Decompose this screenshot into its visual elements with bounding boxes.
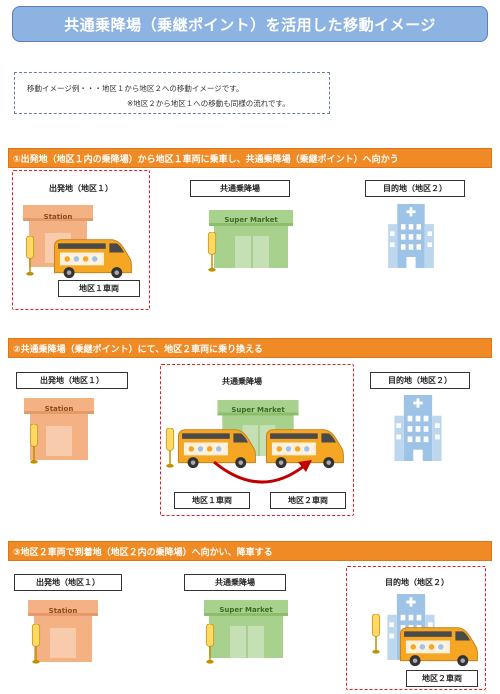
bus-stop-pole-2 bbox=[206, 232, 218, 272]
vehicle-2-label: 地区２車両 bbox=[406, 670, 478, 687]
market-sign-1: Super Market bbox=[224, 216, 278, 224]
step-3-bar: ③地区２車両で到着地（地区２内の乗降場）へ向かい、降車する bbox=[8, 541, 492, 561]
vehicle-1-label: 地区１車両 bbox=[58, 280, 140, 297]
bus-stop-pole-6 bbox=[204, 624, 216, 664]
step-3-origin-label: 出発地（地区１） bbox=[14, 574, 122, 591]
vehicle-2-van bbox=[396, 624, 480, 668]
transfer-vehicle-1-label: 地区１車両 bbox=[174, 492, 250, 509]
step-3-destination-label: 目的地（地区２） bbox=[385, 578, 449, 587]
hospital-building-1 bbox=[385, 204, 437, 268]
step-1-origin-highlight bbox=[12, 170, 150, 310]
station-sign-1: Station bbox=[43, 213, 73, 221]
note-line-2: ※地区２から地区１への移動も同様の流れです。 bbox=[127, 99, 290, 108]
market-sign-2: Super Market bbox=[231, 406, 285, 414]
step-1-text: ①出発地（地区１内の乗降場）から地区１車両に乗車し、共通乗降場（乗継ポイント）へ… bbox=[13, 154, 399, 165]
step-3-hub-label: 共通乗降場 bbox=[184, 574, 286, 591]
bus-stop-pole-7 bbox=[370, 614, 382, 654]
transfer-vehicle-2-label: 地区２車両 bbox=[270, 492, 346, 509]
step-2-bar: ②共通乗降場（乗継ポイント）にて、地区２車両に乗り換える bbox=[8, 338, 492, 358]
step-2-hub-highlight bbox=[160, 364, 354, 516]
step-2-destination-label: 目的地（地区２） bbox=[370, 372, 470, 389]
bus-stop-pole-5 bbox=[30, 624, 42, 664]
bus-stop-pole-3 bbox=[28, 424, 40, 464]
step-1-destination-label: 目的地（地区２） bbox=[365, 180, 465, 197]
step-2-origin-label: 出発地（地区１） bbox=[16, 372, 128, 389]
page-title-text: 共通乗降場（乗継ポイント）を活用した移動イメージ bbox=[64, 15, 436, 34]
step-1-hub-label: 共通乗降場 bbox=[190, 180, 290, 197]
page-title: 共通乗降場（乗継ポイント）を活用した移動イメージ bbox=[12, 6, 488, 42]
note-line-1: 移動イメージ例・・・地区１から地区２への移動イメージです。 bbox=[27, 84, 244, 93]
step-2-hub-label: 共通乗降場 bbox=[222, 377, 262, 386]
step-3-destination-highlight bbox=[346, 566, 486, 690]
vehicle-1-van bbox=[50, 236, 134, 280]
example-note: 移動イメージ例・・・地区１から地区２への移動イメージです。 ※地区２から地区１へ… bbox=[14, 72, 330, 114]
transfer-arrow bbox=[213, 460, 312, 484]
step-1-origin-label: 出発地（地区１） bbox=[49, 184, 113, 193]
step-2-text: ②共通乗降場（乗継ポイント）にて、地区２車両に乗り換える bbox=[13, 344, 263, 355]
step-1-bar: ①出発地（地区１内の乗降場）から地区１車両に乗車し、共通乗降場（乗継ポイント）へ… bbox=[8, 148, 492, 168]
station-sign-2: Station bbox=[44, 405, 74, 413]
step-3-text: ③地区２車両で到着地（地区２内の乗降場）へ向かい、降車する bbox=[13, 547, 273, 558]
hospital-building-2 bbox=[392, 395, 444, 461]
bus-stop-pole-1 bbox=[24, 236, 36, 276]
market-sign-3: Super Market bbox=[219, 606, 273, 614]
station-sign-3: Station bbox=[48, 607, 78, 615]
